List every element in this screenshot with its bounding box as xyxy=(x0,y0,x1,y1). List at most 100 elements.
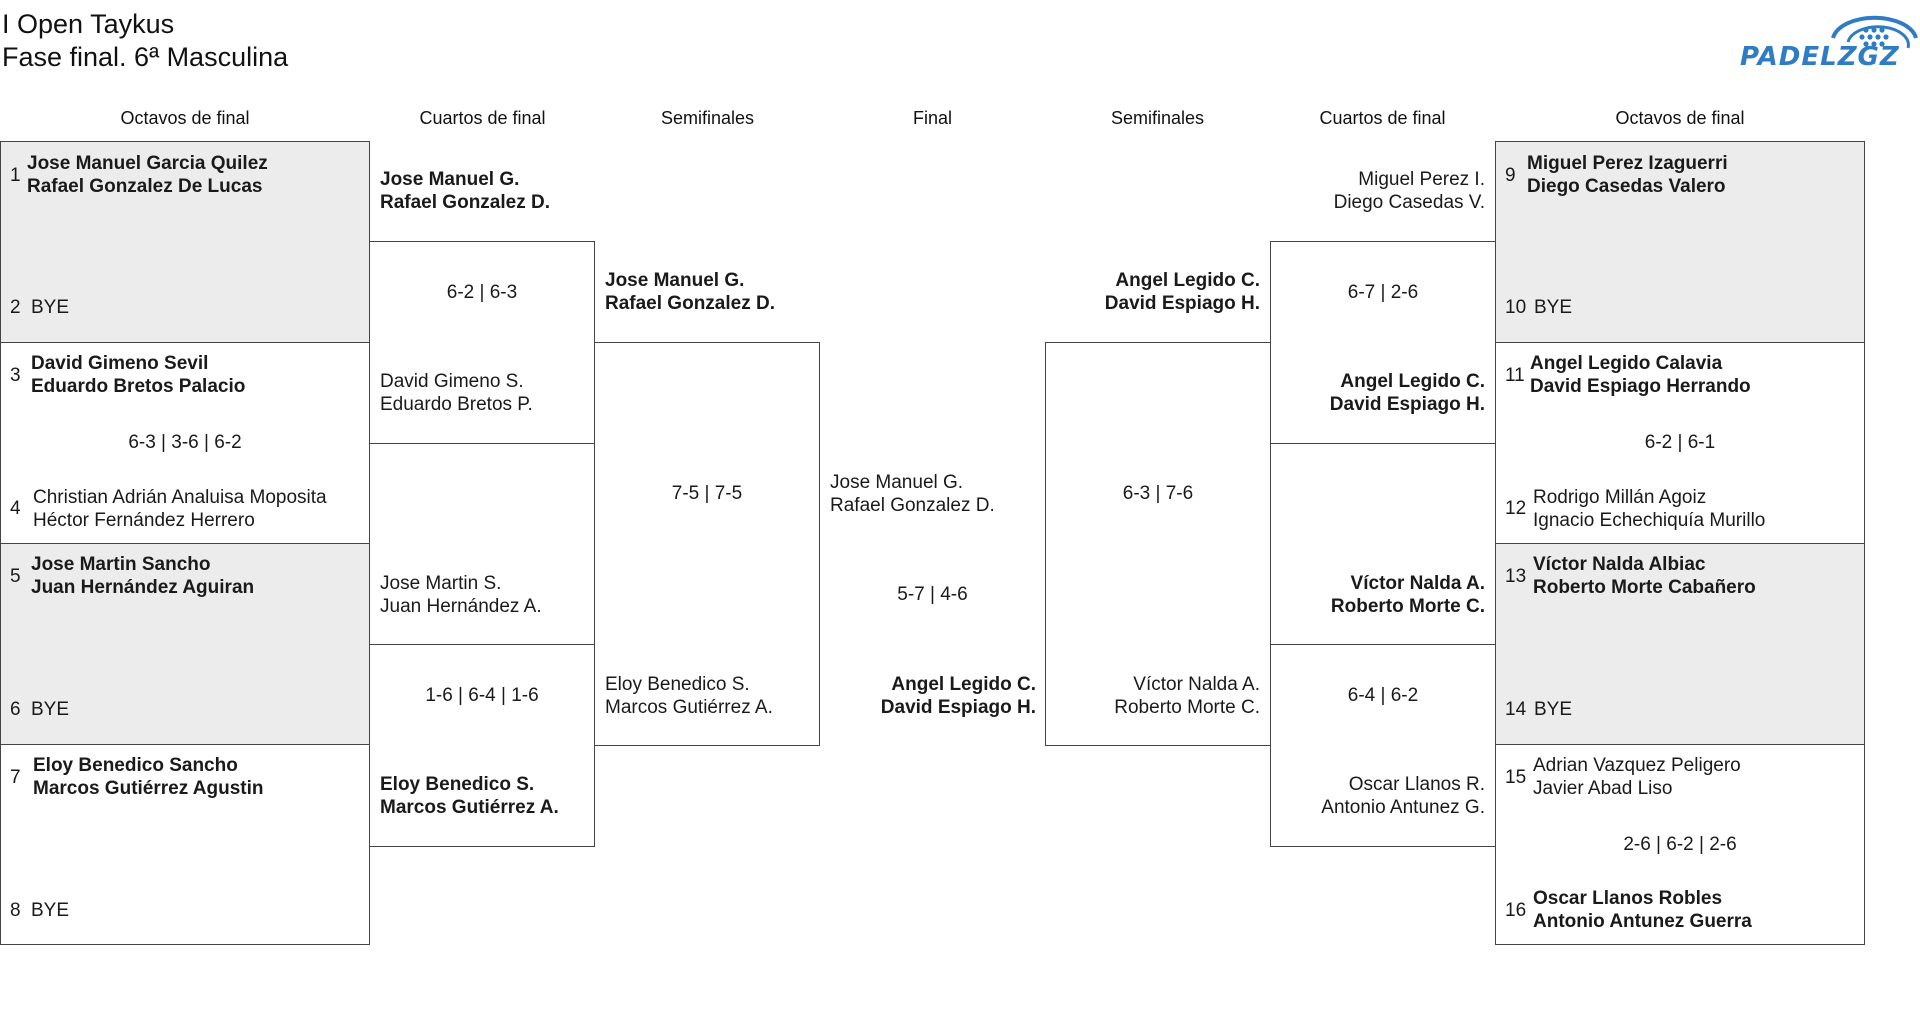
player-name: Víctor Nalda A. xyxy=(1350,573,1485,594)
player-name: Eduardo Bretos Palacio xyxy=(31,376,246,397)
team-entry: Eloy Benedico Sancho Marcos Gutiérrez Ag… xyxy=(33,754,264,800)
team-entry: Víctor Nalda A. Roberto Morte C. xyxy=(1331,572,1485,618)
seed-number: 7 xyxy=(10,767,21,788)
seed-number: 14 xyxy=(1505,699,1527,720)
match-score: 6-7 | 2-6 xyxy=(1347,282,1419,303)
team-entry: Jose Martin Sancho Juan Hernández Aguira… xyxy=(31,553,254,599)
team-entry: Eloy Benedico S. Marcos Gutiérrez A. xyxy=(605,673,773,719)
player-name: Angel Legido C. xyxy=(1340,371,1485,392)
seed-number: 9 xyxy=(1505,165,1516,186)
match-score: 6-4 | 6-2 xyxy=(1347,685,1419,706)
team-entry: Miguel Perez Izaguerri Diego Casedas Val… xyxy=(1527,152,1728,198)
player-name: Víctor Nalda Albiac xyxy=(1533,554,1706,575)
team-entry: David Gimeno S. Eduardo Bretos P. xyxy=(380,370,533,416)
team-entry: Miguel Perez I. Diego Casedas V. xyxy=(1334,168,1485,214)
team-entry: Jose Manuel G. Rafael Gonzalez D. xyxy=(605,269,775,315)
player-name: Roberto Morte Cabañero xyxy=(1533,577,1756,598)
header-left-r16: Octavos de final xyxy=(120,108,250,128)
player-name: Miguel Perez Izaguerri xyxy=(1527,153,1728,174)
player-name: David Espiago H. xyxy=(1104,293,1260,314)
player-name: David Gimeno S. xyxy=(380,371,524,392)
team-entry: Angel Legido C. David Espiago H. xyxy=(1330,370,1485,416)
player-name: Oscar Llanos R. xyxy=(1348,774,1485,795)
player-name: Víctor Nalda A. xyxy=(1133,674,1260,695)
player-name: Javier Abad Liso xyxy=(1533,778,1673,799)
player-name: Oscar Llanos Robles xyxy=(1533,888,1723,909)
player-name: Diego Casedas Valero xyxy=(1527,176,1726,197)
bye-entry: BYE xyxy=(1534,297,1573,318)
seed-number: 16 xyxy=(1505,900,1527,921)
player-name: Jose Martin S. xyxy=(380,573,502,594)
match-box-r16-3 xyxy=(0,543,370,745)
player-name: David Espiago H. xyxy=(1329,394,1485,415)
match-score: 2-6 | 6-2 | 2-6 xyxy=(1623,834,1737,855)
player-name: Angel Legido C. xyxy=(1115,270,1260,291)
team-entry: Víctor Nalda A. Roberto Morte C. xyxy=(1114,673,1260,719)
team-entry: David Gimeno Sevil Eduardo Bretos Palaci… xyxy=(31,352,245,398)
player-name: Juan Hernández Aguiran xyxy=(31,577,255,598)
team-entry: Angel Legido Calavia David Espiago Herra… xyxy=(1530,352,1751,398)
header-right-sf: Semifinales xyxy=(1110,108,1205,128)
player-name: Jose Martin Sancho xyxy=(31,554,211,575)
player-name: Roberto Morte C. xyxy=(1330,596,1485,617)
team-entry: Víctor Nalda Albiac Roberto Morte Cabañe… xyxy=(1533,553,1756,599)
player-name: David Espiago H. xyxy=(880,697,1036,718)
header-left-qf: Cuartos de final xyxy=(419,108,546,128)
match-score: 6-2 | 6-1 xyxy=(1644,432,1716,453)
player-name: David Gimeno Sevil xyxy=(31,353,209,374)
header-final: Final xyxy=(912,108,952,128)
title-line-2: Fase final. 6ª Masculina xyxy=(2,42,289,72)
player-name: Rafael Gonzalez D. xyxy=(605,293,775,314)
player-name: Roberto Morte C. xyxy=(1114,697,1260,718)
team-entry: Jose Manuel Garcia Quilez Rafael Gonzale… xyxy=(27,152,268,198)
seed-number: 13 xyxy=(1505,566,1527,587)
player-name: Eloy Benedico S. xyxy=(380,774,535,795)
match-box-r16-1 xyxy=(0,141,370,343)
header-left-sf: Semifinales xyxy=(660,108,755,128)
team-entry: Eloy Benedico S. Marcos Gutiérrez A. xyxy=(380,773,559,819)
player-name: Eloy Benedico S. xyxy=(605,674,750,695)
team-entry: Oscar Llanos R. Antonio Antunez G. xyxy=(1321,773,1485,819)
player-name: Antonio Antunez G. xyxy=(1321,797,1485,818)
player-name: Eduardo Bretos P. xyxy=(380,394,533,415)
player-name: Angel Legido Calavia xyxy=(1530,353,1723,374)
match-score: 6-3 | 7-6 xyxy=(1122,483,1194,504)
player-name: Adrian Vazquez Peligero xyxy=(1533,755,1741,776)
player-name: Angel Legido C. xyxy=(891,674,1036,695)
match-score: 1-6 | 6-4 | 1-6 xyxy=(425,685,539,706)
player-name: Marcos Gutiérrez A. xyxy=(605,697,773,718)
player-name: Ignacio Echechiquía Murillo xyxy=(1533,510,1766,531)
seed-number: 10 xyxy=(1505,297,1527,318)
player-name: Eloy Benedico Sancho xyxy=(33,755,238,776)
player-name: Diego Casedas V. xyxy=(1333,192,1485,213)
match-score: 6-2 | 6-3 xyxy=(446,282,518,303)
seed-number: 3 xyxy=(10,365,21,386)
team-entry: Jose Martin S. Juan Hernández A. xyxy=(380,572,542,618)
logo-text: PADELZGZ xyxy=(1740,42,1900,72)
match-score: 7-5 | 7-5 xyxy=(671,483,743,504)
player-name: David Espiago Herrando xyxy=(1530,376,1751,397)
header-right-r16: Octavos de final xyxy=(1615,108,1745,128)
logo-icon xyxy=(1831,15,1918,49)
team-entry: Oscar Llanos Robles Antonio Antunez Guer… xyxy=(1533,887,1752,933)
team-entry: Christian Adrián Analuisa Moposita Hécto… xyxy=(33,486,327,532)
team-entry: Adrian Vazquez Peligero Javier Abad Liso xyxy=(1533,754,1741,800)
seed-number: 6 xyxy=(10,699,21,720)
seed-number: 11 xyxy=(1505,365,1525,386)
player-name: Rafael Gonzalez D. xyxy=(830,495,995,516)
team-entry: Angel Legido C. David Espiago H. xyxy=(881,673,1036,719)
header-right-qf: Cuartos de final xyxy=(1319,108,1446,128)
seed-number: 8 xyxy=(10,900,21,921)
seed-number: 4 xyxy=(10,498,21,519)
team-entry: Jose Manuel G. Rafael Gonzalez D. xyxy=(830,471,995,517)
team-entry: Angel Legido C. David Espiago H. xyxy=(1105,269,1260,315)
player-name: Marcos Gutiérrez Agustin xyxy=(33,778,264,799)
seed-number: 1 xyxy=(10,165,21,186)
seed-number: 15 xyxy=(1505,767,1527,788)
player-name: Héctor Fernández Herrero xyxy=(33,510,255,531)
player-name: Jose Manuel G. xyxy=(380,169,520,190)
player-name: Juan Hernández A. xyxy=(380,596,542,617)
player-name: Jose Manuel Garcia Quilez xyxy=(27,153,268,174)
player-name: Marcos Gutiérrez A. xyxy=(380,797,559,818)
bye-entry: BYE xyxy=(31,900,70,921)
